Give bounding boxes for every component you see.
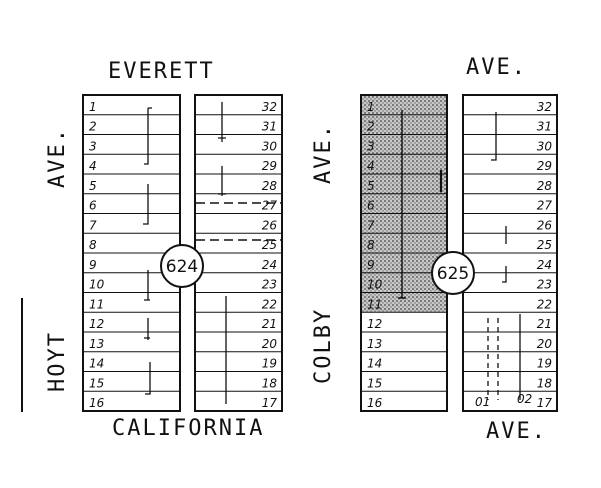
- lot-number: 28: [262, 179, 278, 193]
- lot-number: 6: [367, 199, 375, 213]
- lot-number: 5: [367, 179, 375, 193]
- lot-number: 2: [367, 120, 375, 134]
- lot-number: 20: [537, 337, 553, 351]
- lot-number: 9: [367, 258, 375, 272]
- street-label-california: CALIFORNIA: [112, 416, 264, 441]
- lot-number: 7: [367, 218, 375, 232]
- corner-mark-right: 02: [517, 392, 532, 406]
- lot-number: 14: [89, 357, 104, 371]
- lot-number: 12: [89, 317, 104, 331]
- block-number-625: 625: [437, 264, 469, 284]
- block-624-ownership-marks: [143, 102, 282, 404]
- lot-number: 1: [89, 100, 97, 114]
- lot-number: 19: [262, 357, 277, 371]
- lot-number: 24: [262, 258, 277, 272]
- lot-number: 10: [367, 278, 383, 292]
- lot-number: 23: [262, 278, 277, 292]
- corner-mark-left: 01: [475, 395, 490, 409]
- lot-number: 20: [262, 337, 278, 351]
- lot-number: 14: [367, 357, 382, 371]
- lot-number: 13: [367, 337, 382, 351]
- lot-number: 30: [537, 139, 553, 153]
- street-label-colby: COLBY: [311, 308, 336, 384]
- street-label-everett: EVERETT: [108, 59, 215, 84]
- lot-number: 30: [262, 139, 278, 153]
- lot-number: 2: [89, 120, 97, 134]
- lot-number: 13: [89, 337, 104, 351]
- lot-number: 27: [262, 199, 278, 213]
- block-624-east-lots: 32 31 30 29 28 27 26 25 24 23 22 21 20 1…: [262, 100, 278, 410]
- block-624: 1 2 3 4 5 6 7 8 9 10 11 12 13 14 15 16 3…: [82, 94, 283, 412]
- lot-number: 27: [537, 199, 553, 213]
- lot-number: 3: [367, 139, 375, 153]
- lot-number: 26: [262, 218, 278, 232]
- lot-number: 4: [89, 159, 97, 173]
- lot-number: 4: [367, 159, 375, 173]
- lot-number: 11: [89, 297, 104, 311]
- street-label-ave-middle: AVE.: [311, 123, 336, 184]
- lot-number: 26: [537, 218, 553, 232]
- block-number-624: 624: [166, 257, 198, 277]
- block-625-circle: [431, 251, 475, 295]
- lot-number: 31: [537, 120, 552, 134]
- lot-number: 19: [537, 357, 552, 371]
- lot-number: 16: [367, 396, 383, 410]
- lot-number: 5: [89, 179, 97, 193]
- lot-number: 15: [89, 376, 104, 390]
- block-624-west-lots: 1 2 3 4 5 6 7 8 9 10 11 12 13 14 15 16: [89, 100, 105, 410]
- lot-number: 32: [262, 100, 277, 114]
- block-625-east-lots: 32 31 30 29 28 27 26 25 24 23 22 21 20 1…: [537, 100, 553, 410]
- lot-number: 8: [367, 238, 375, 252]
- lot-number: 8: [89, 238, 97, 252]
- lot-number: 24: [537, 258, 552, 272]
- lot-number: 10: [89, 278, 105, 292]
- lot-number: 31: [262, 120, 277, 134]
- lot-number: 25: [537, 238, 552, 252]
- lot-number: 11: [367, 297, 382, 311]
- block-625: 1 2 3 4 5 6 7 8 9 10 11 12 13 14 15 16 3…: [360, 94, 558, 412]
- lot-number: 28: [537, 179, 553, 193]
- street-label-ave-top: AVE.: [466, 55, 527, 80]
- lot-number: 22: [262, 297, 277, 311]
- lot-number: 18: [537, 376, 553, 390]
- lot-number: 23: [537, 278, 552, 292]
- lot-number: 29: [537, 159, 552, 173]
- lot-number: 32: [537, 100, 552, 114]
- lot-number: 1: [367, 100, 375, 114]
- block-625-west-lots: 1 2 3 4 5 6 7 8 9 10 11 12 13 14 15 16: [367, 100, 383, 410]
- block-625-ownership-marks: [398, 110, 521, 400]
- block-624-circle: [160, 244, 204, 288]
- lot-number: 21: [537, 317, 552, 331]
- lot-number: 29: [262, 159, 277, 173]
- lot-number: 17: [537, 396, 553, 410]
- lot-number: 7: [89, 218, 97, 232]
- lot-number: 3: [89, 139, 97, 153]
- lot-number: 9: [89, 258, 97, 272]
- lot-number: 16: [89, 396, 105, 410]
- street-label-ave-bottom: AVE.: [486, 419, 547, 444]
- lot-number: 18: [262, 376, 278, 390]
- street-label-ave-left: AVE.: [45, 127, 70, 188]
- lot-number: 12: [367, 317, 382, 331]
- lot-number: 21: [262, 317, 277, 331]
- block-624-lot-lines: [83, 114, 282, 392]
- lot-number: 22: [537, 297, 552, 311]
- lot-number: 15: [367, 376, 382, 390]
- block-625-lot-lines: [361, 114, 557, 392]
- street-label-hoyt: HOYT: [45, 331, 70, 392]
- lot-number: 6: [89, 199, 97, 213]
- lot-number: 25: [262, 238, 277, 252]
- lot-number: 17: [262, 396, 278, 410]
